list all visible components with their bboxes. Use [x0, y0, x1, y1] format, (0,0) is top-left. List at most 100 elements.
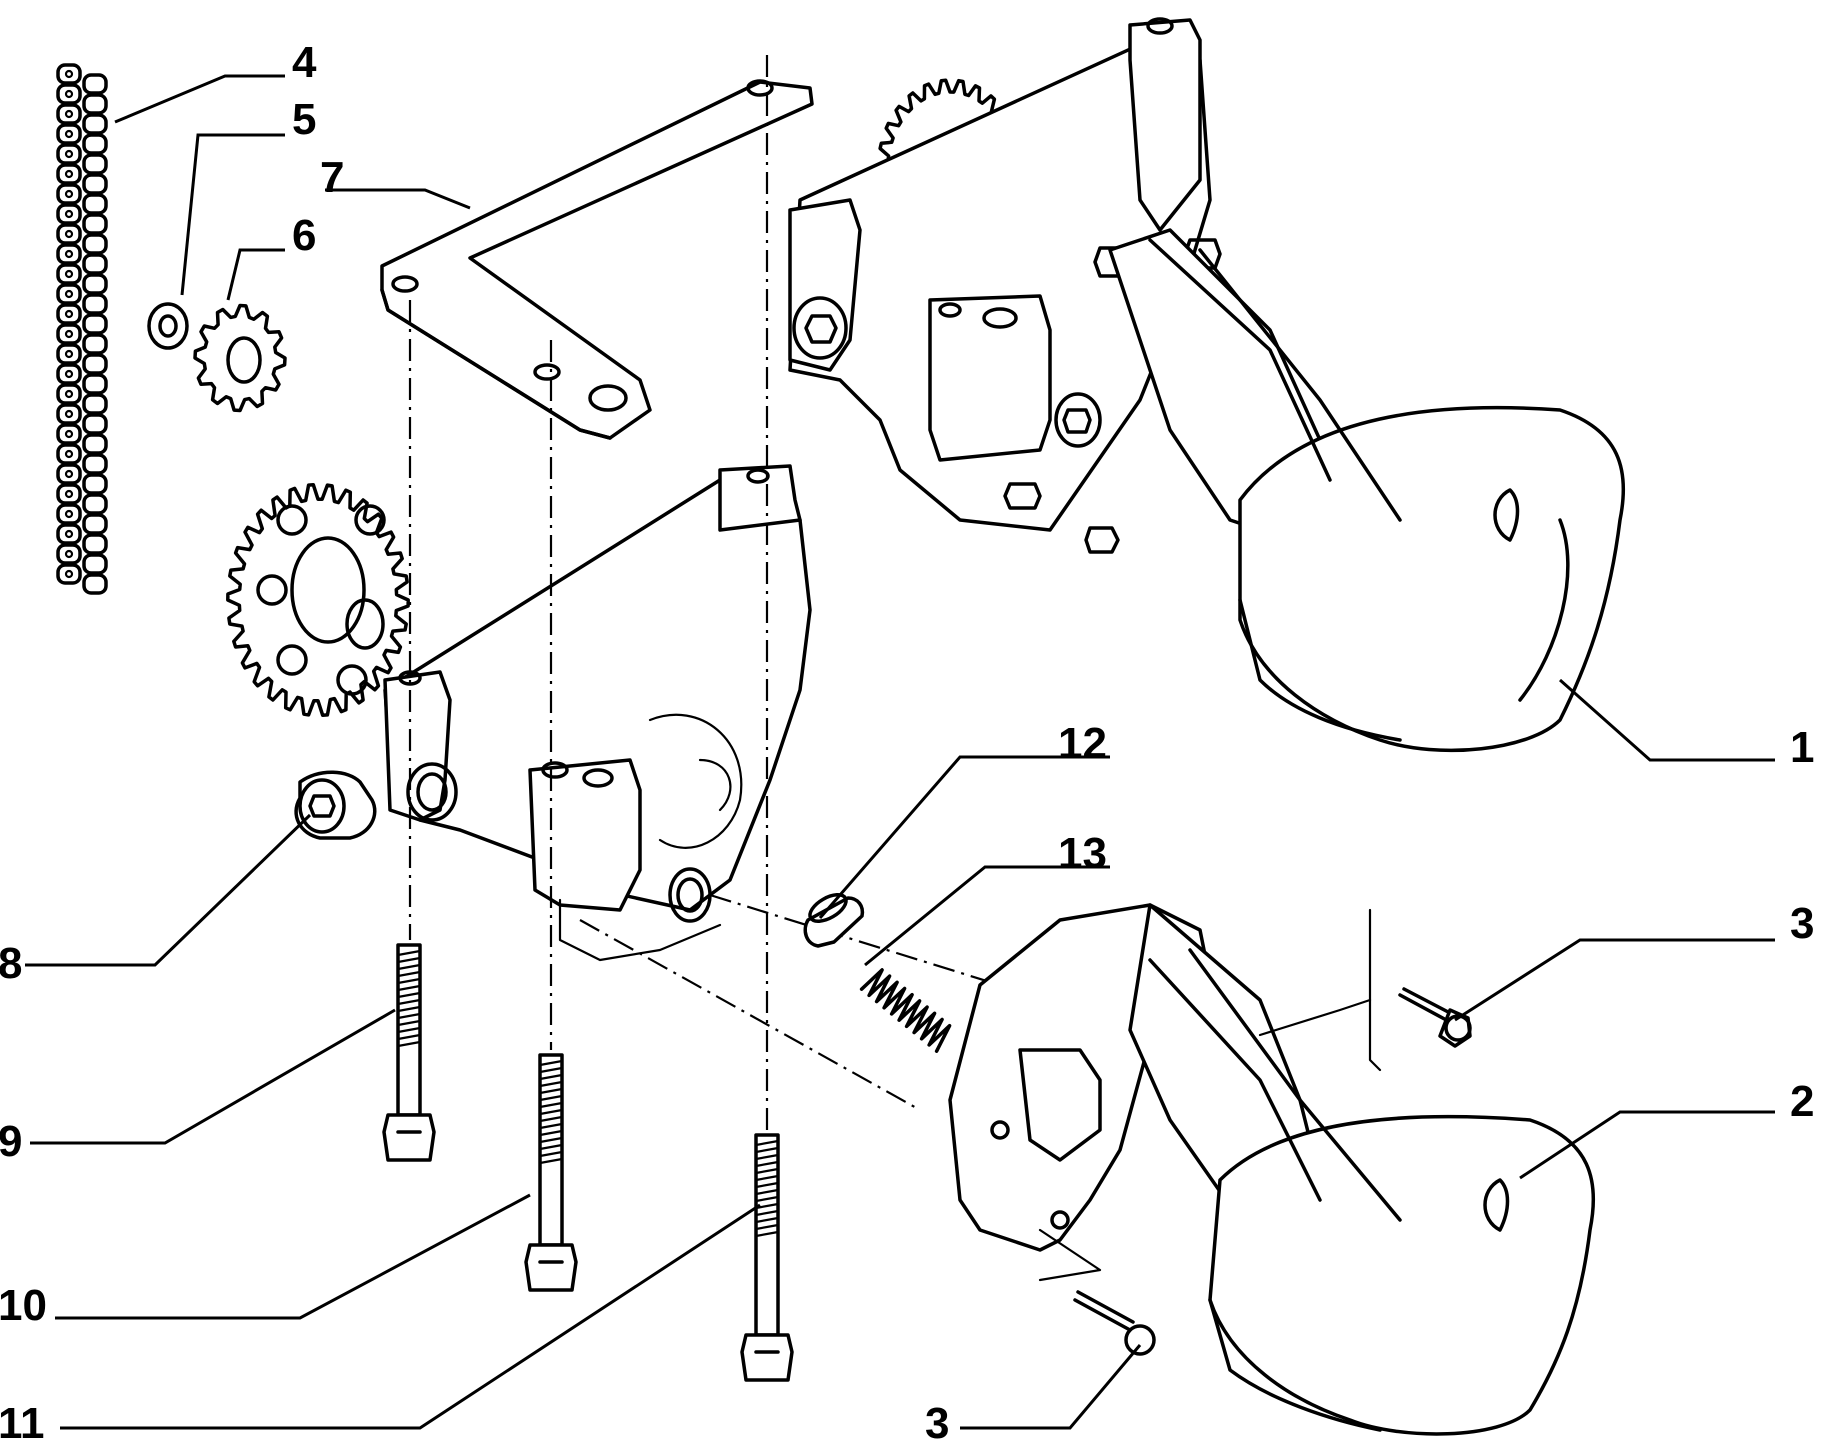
- callout-3-upper: 3: [1790, 899, 1814, 948]
- chain-link: [82, 313, 108, 335]
- chain-link: [82, 533, 108, 555]
- chain-pin: [64, 489, 74, 499]
- chain-pin: [64, 109, 74, 119]
- chain-link: [56, 263, 82, 285]
- chain-link: [56, 83, 82, 105]
- chain-pin: [64, 349, 74, 359]
- callout-8: 8: [0, 939, 22, 988]
- chain-pin: [64, 509, 74, 519]
- chain-link: [82, 193, 108, 215]
- chain-link: [82, 173, 108, 195]
- chain-link: [82, 473, 108, 495]
- chain-link: [56, 523, 82, 545]
- bolt-medium: [524, 1053, 578, 1292]
- pump-drive-sprocket: [226, 482, 410, 718]
- chain-pin: [64, 269, 74, 279]
- chain-pin: [64, 89, 74, 99]
- chain-pin: [64, 569, 74, 579]
- chain-link: [82, 233, 108, 255]
- chain-link: [56, 483, 82, 505]
- chain-link: [56, 163, 82, 185]
- chain-link: [56, 303, 82, 325]
- callout-4: 4: [292, 38, 317, 87]
- screw-upper: [1398, 987, 1472, 1048]
- callout-6: 6: [292, 211, 316, 260]
- callout-12: 12: [1058, 719, 1107, 768]
- chain-pin: [64, 289, 74, 299]
- chain-link: [56, 563, 82, 585]
- chain-link: [82, 93, 108, 115]
- callout-1: 1: [1790, 723, 1814, 772]
- chain-link: [82, 373, 108, 395]
- chain-link: [82, 353, 108, 375]
- callout-10: 10: [0, 1281, 47, 1330]
- chain-link: [82, 293, 108, 315]
- pump-cover-with-pickup: [948, 903, 1596, 1436]
- chain-pin: [64, 449, 74, 459]
- chain-link: [56, 463, 82, 485]
- small-sprocket: [193, 303, 287, 413]
- chain-link: [82, 333, 108, 355]
- chain-link: [56, 503, 82, 525]
- callout-labels: 4 5 7 6 8 9 10 11 12 13 1 2 3 3: [0, 38, 1814, 1443]
- plug: [294, 770, 377, 840]
- screw-direction-lines: [1038, 908, 1382, 1282]
- chain-link: [56, 203, 82, 225]
- chain-link: [56, 123, 82, 145]
- chain-link: [56, 423, 82, 445]
- chain-link: [56, 183, 82, 205]
- chain-link: [56, 383, 82, 405]
- chain-link: [56, 363, 82, 385]
- relief-valve-spring: [859, 968, 952, 1053]
- chain-link: [82, 73, 108, 95]
- chain-link: [56, 143, 82, 165]
- chain-link: [56, 403, 82, 425]
- chain-link: [56, 103, 82, 125]
- washer: [147, 302, 189, 350]
- chain-pin: [64, 409, 74, 419]
- chain-pin: [64, 549, 74, 559]
- chain-link: [82, 153, 108, 175]
- bolt-long: [740, 1133, 794, 1382]
- chain-pin: [64, 389, 74, 399]
- callout-7: 7: [320, 153, 344, 202]
- chain-pin: [64, 369, 74, 379]
- chain-link: [56, 243, 82, 265]
- chain-link: [82, 253, 108, 275]
- chain-link: [56, 543, 82, 565]
- chain-link: [56, 283, 82, 305]
- callout-13: 13: [1058, 829, 1107, 878]
- chain-pin: [64, 129, 74, 139]
- pump-assembly-complete: [788, 17, 1626, 753]
- chain-pin: [64, 429, 74, 439]
- chain-pin: [64, 229, 74, 239]
- chain-pin: [64, 149, 74, 159]
- callout-11: 11: [0, 1399, 45, 1443]
- chain-link: [82, 133, 108, 155]
- chain-link: [82, 453, 108, 475]
- chain-link: [56, 343, 82, 365]
- chain-link: [82, 213, 108, 235]
- chain-link: [56, 223, 82, 245]
- bolt-short: [382, 943, 436, 1162]
- chain-pin: [64, 189, 74, 199]
- chain-link: [82, 573, 108, 595]
- chain-link: [56, 323, 82, 345]
- chain-pin: [64, 529, 74, 539]
- chain-link: [82, 413, 108, 435]
- timing-chain: [56, 63, 108, 595]
- chain-link: [82, 553, 108, 575]
- chain-link: [82, 433, 108, 455]
- chain-pin: [64, 329, 74, 339]
- chain-link: [82, 273, 108, 295]
- chain-link: [82, 513, 108, 535]
- relief-valve-plunger: [803, 893, 865, 948]
- chain-pin: [64, 309, 74, 319]
- callout-9: 9: [0, 1117, 22, 1166]
- screw-lower: [1073, 1290, 1156, 1356]
- chain-link: [82, 113, 108, 135]
- chain-link: [56, 63, 82, 85]
- callout-2: 2: [1790, 1077, 1814, 1126]
- callout-3-lower: 3: [925, 1399, 949, 1443]
- pump-body-lower: [383, 464, 812, 962]
